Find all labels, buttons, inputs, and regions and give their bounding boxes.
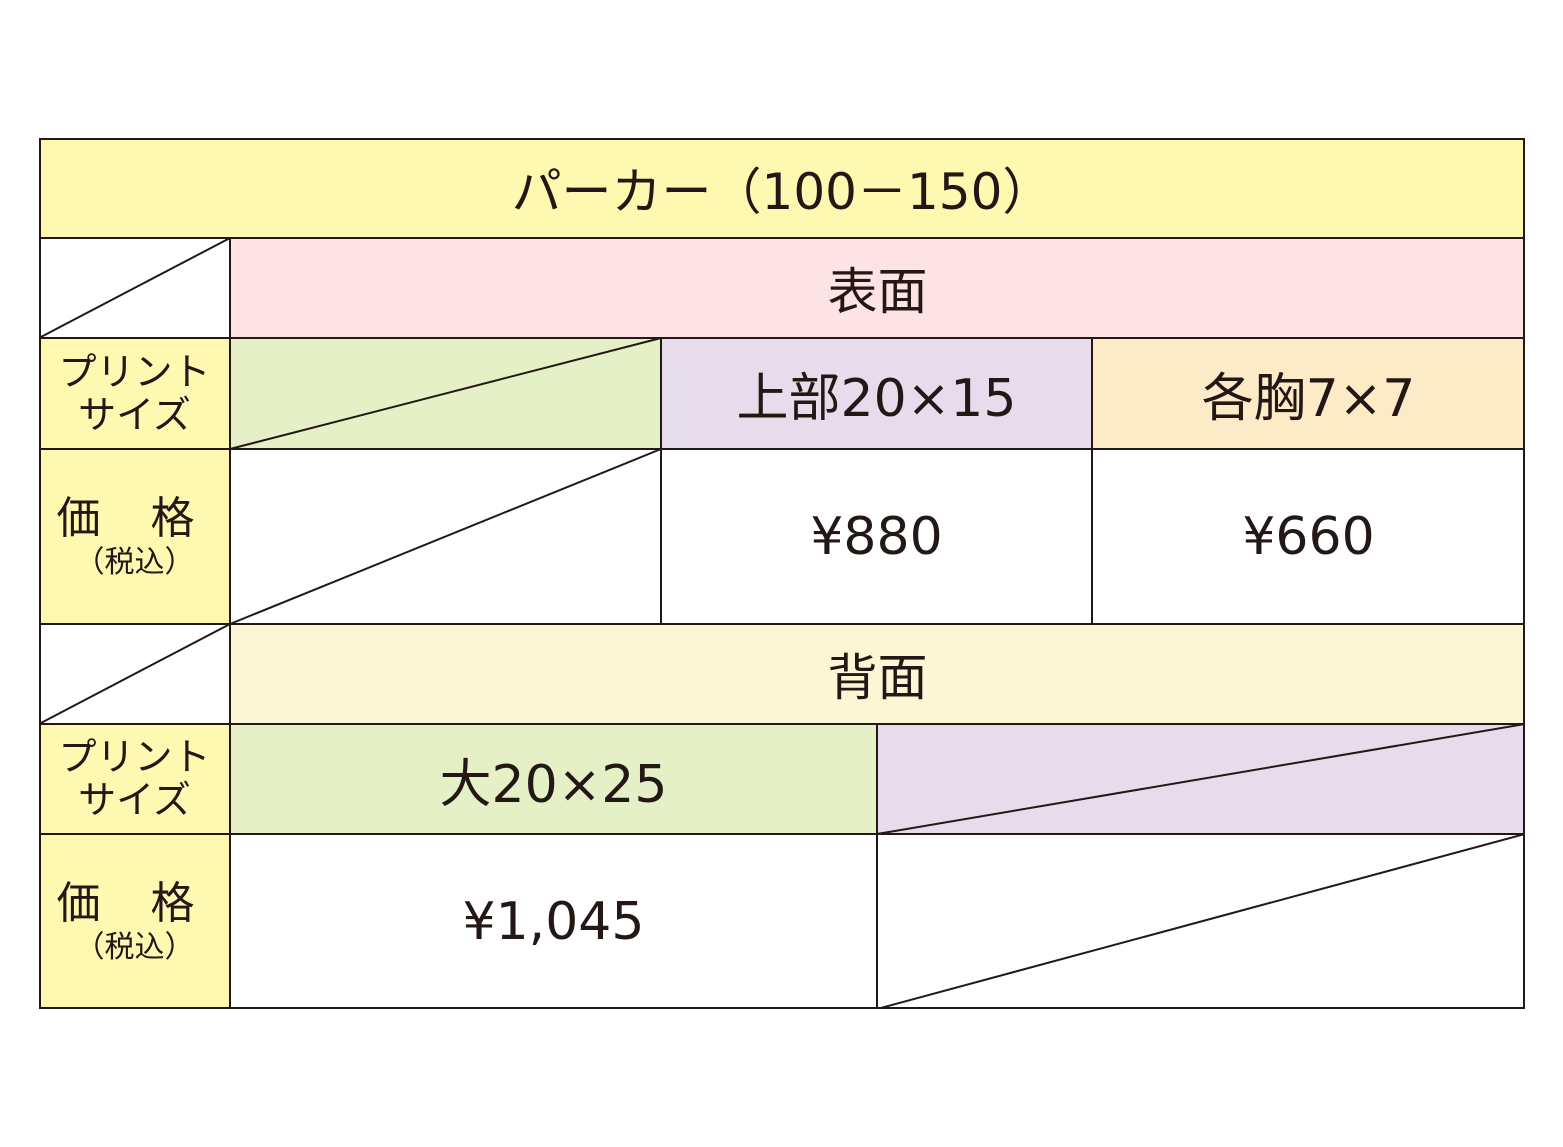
back-empty-price-cell <box>877 834 1525 1009</box>
back-print-size-line-2: サイズ <box>78 778 191 822</box>
back-price-large: ¥1,045 <box>230 834 877 1009</box>
back-price-label-text: 価 格 <box>56 877 213 929</box>
front-empty-price-cell <box>230 449 661 624</box>
back-price-label: 価 格 （税込） <box>39 834 230 1009</box>
back-print-size-line-1: プリント <box>58 735 211 779</box>
front-empty-size-cell <box>230 338 661 449</box>
back-corner-cell <box>39 624 230 724</box>
price-table: パーカー（100－150） 表面 プリント サイズ 上部20×15 各胸7×7 … <box>39 138 1525 1009</box>
front-print-size-line-2: サイズ <box>78 392 191 437</box>
front-corner-cell <box>39 238 230 338</box>
front-heading: 表面 <box>230 238 1525 338</box>
back-size-large: 大20×25 <box>230 724 877 834</box>
front-size-chest: 各胸7×7 <box>1092 338 1525 449</box>
back-heading: 背面 <box>230 624 1525 724</box>
table-title: パーカー（100－150） <box>39 138 1525 238</box>
front-tax-label: （税込） <box>74 544 195 580</box>
front-print-size-label: プリント サイズ <box>39 338 230 449</box>
front-price-label: 価 格 （税込） <box>39 449 230 624</box>
back-print-size-label: プリント サイズ <box>39 724 230 834</box>
front-price-upper: ¥880 <box>661 449 1092 624</box>
back-tax-label: （税込） <box>74 929 195 965</box>
front-price-chest: ¥660 <box>1092 449 1525 624</box>
back-empty-size-cell <box>877 724 1525 834</box>
front-price-label-text: 価 格 <box>56 492 213 544</box>
front-size-upper: 上部20×15 <box>661 338 1092 449</box>
front-print-size-line-1: プリント <box>58 349 211 394</box>
